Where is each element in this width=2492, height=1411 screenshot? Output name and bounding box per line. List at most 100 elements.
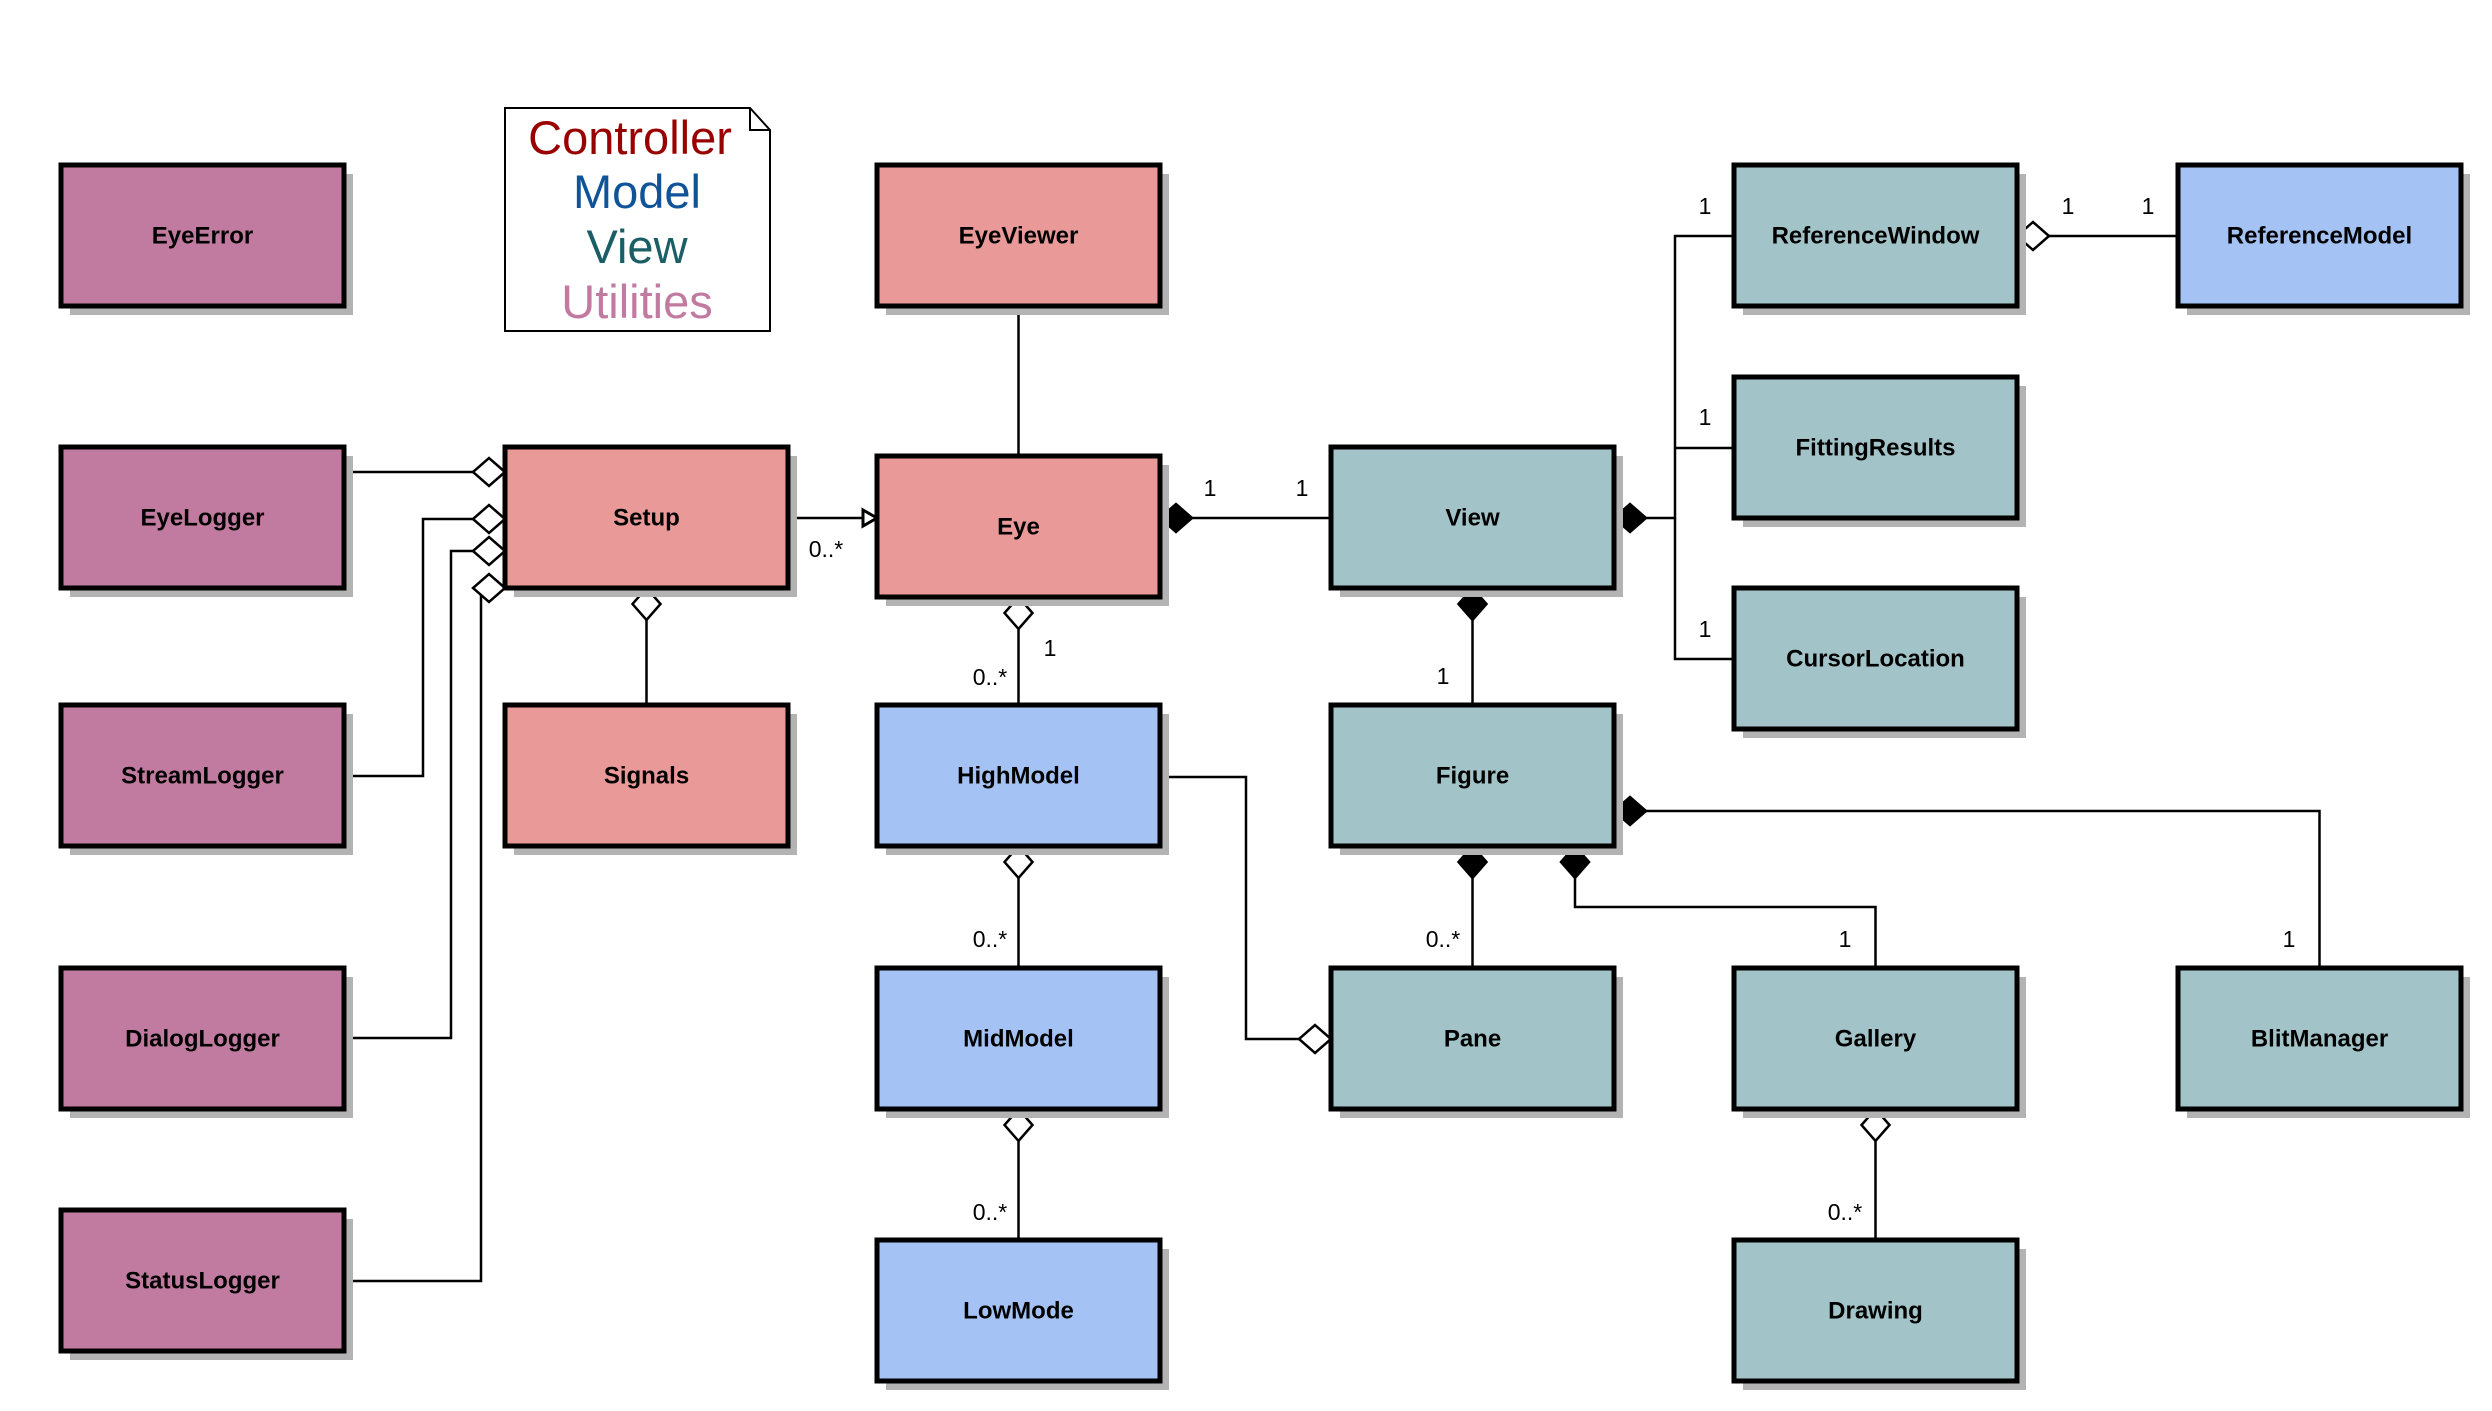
legend-note: Controller Model View Utilities (504, 107, 771, 332)
legend-note-fold (749, 108, 770, 131)
class-view[interactable]: View (1328, 444, 1623, 597)
class-name: EyeLogger (140, 505, 264, 532)
class-box (58, 1207, 347, 1354)
class-box (874, 453, 1163, 600)
class-midmodel[interactable]: MidModel (874, 965, 1169, 1118)
class-dialoglogger[interactable]: DialogLogger (58, 965, 353, 1118)
class-eyeviewer[interactable]: EyeViewer (874, 162, 1169, 315)
multiplicity-label: 1 (1699, 616, 1712, 642)
multiplicity-label: 0..* (809, 536, 844, 562)
class-box (1731, 965, 2020, 1112)
class-referencewindow[interactable]: ReferenceWindow (1731, 162, 2026, 315)
class-box (874, 1237, 1163, 1384)
connector-line (1573, 878, 1877, 968)
class-box (502, 702, 791, 849)
relationship-eyelogger-setup[interactable] (344, 456, 507, 488)
connector-line (344, 549, 479, 1040)
class-name: Pane (1444, 1026, 1501, 1053)
class-name: EyeViewer (959, 223, 1079, 250)
class-name: StatusLogger (125, 1268, 280, 1295)
multiplicity-label: 1 (1839, 926, 1852, 952)
multiplicity-label: 1 (2142, 193, 2155, 219)
relationship-dialoglogger-setup[interactable] (344, 535, 507, 1040)
class-name: Figure (1436, 763, 1509, 790)
class-box (1731, 585, 2020, 732)
connector-line (1673, 518, 1734, 661)
connector-line (344, 517, 479, 778)
relationship-cursorlocation-view[interactable]: 1 (1673, 518, 1734, 661)
class-highmodel[interactable]: HighModel (874, 702, 1169, 855)
class-statuslogger[interactable]: StatusLogger (58, 1207, 353, 1360)
legend-item-model: Model (573, 165, 701, 218)
class-name: BlitManager (2251, 1026, 2388, 1053)
class-signals[interactable]: Signals (502, 702, 797, 855)
class-box (2175, 162, 2464, 309)
class-name: Signals (604, 763, 689, 790)
class-name: StreamLogger (121, 763, 284, 790)
multiplicity-label: 1 (2283, 926, 2296, 952)
class-box (58, 965, 347, 1112)
class-box (874, 702, 1163, 849)
relationship-highmodel-pane[interactable] (1160, 775, 1333, 1055)
relationship-figure-view[interactable]: 1 (1437, 586, 1489, 705)
class-gallery[interactable]: Gallery (1731, 965, 2026, 1118)
class-name: DialogLogger (125, 1026, 280, 1053)
class-lowmode[interactable]: LowMode (874, 1237, 1169, 1390)
relationship-blitmanager-figure[interactable]: 1 (1612, 795, 2321, 968)
relationship-statuslogger-setup[interactable] (344, 572, 507, 1283)
class-name: ReferenceWindow (1772, 223, 1980, 250)
legend-item-view: View (586, 220, 688, 273)
multiplicity-label: 0..* (1426, 926, 1461, 952)
class-name: HighModel (957, 763, 1080, 790)
class-box (1731, 162, 2020, 309)
class-eyelogger[interactable]: EyeLogger (58, 444, 353, 597)
class-fittingresults[interactable]: FittingResults (1731, 374, 2026, 527)
relationship-drawing-gallery[interactable]: 0..* (1828, 1107, 1892, 1240)
class-name: Setup (613, 505, 680, 532)
class-eyeerror[interactable]: EyeError (58, 162, 353, 315)
class-streamlogger[interactable]: StreamLogger (58, 702, 353, 855)
multiplicity-label: 1 (1204, 475, 1217, 501)
class-eye[interactable]: Eye (874, 453, 1169, 606)
class-setup[interactable]: Setup (502, 444, 797, 597)
relationship-streamlogger-setup[interactable] (344, 503, 507, 778)
class-box (1328, 965, 1617, 1112)
class-drawing[interactable]: Drawing (1731, 1237, 2026, 1390)
multiplicity-label: 0..* (973, 664, 1008, 690)
class-name: Drawing (1828, 1298, 1923, 1325)
legend-note-shape (504, 107, 771, 332)
relationship-lowmode-midmodel[interactable]: 0..* (973, 1107, 1035, 1240)
multiplicity-label: 1 (1699, 193, 1712, 219)
relationship-fittingresults-view[interactable]: 1 (1675, 404, 1734, 450)
class-pane[interactable]: Pane (1328, 965, 1623, 1118)
multiplicity-label: 1 (2062, 193, 2075, 219)
class-name: Eye (997, 514, 1040, 541)
relationship-setup-eye[interactable]: 0..* (788, 507, 881, 562)
class-name: MidModel (963, 1026, 1074, 1053)
class-name: EyeError (152, 223, 253, 250)
connector-line (1160, 775, 1299, 1041)
relationship-midmodel-highmodel[interactable]: 0..* (973, 844, 1035, 968)
relationship-pane-figure[interactable]: 0..* (1426, 844, 1489, 968)
class-name: FittingResults (1796, 435, 1956, 462)
class-box (58, 444, 347, 591)
connector-line (344, 586, 483, 1283)
arrowhead-icon (861, 507, 881, 529)
relationship-highmodel-eye[interactable]: 0..* 1 (973, 595, 1057, 705)
multiplicity-label: 1 (1044, 635, 1057, 661)
classes-layer: EyeErrorEyeLoggerStreamLoggerDialogLogge… (58, 162, 2470, 1390)
class-figure[interactable]: Figure (1328, 702, 1623, 855)
class-blitmanager[interactable]: BlitManager (2175, 965, 2470, 1118)
relationship-referencewindow-view[interactable]: 1 (1612, 193, 1734, 534)
class-box (1328, 444, 1617, 591)
aggregation-diamond-icon (1297, 1023, 1333, 1055)
multiplicity-label: 0..* (973, 1199, 1008, 1225)
class-cursorlocation[interactable]: CursorLocation (1731, 585, 2026, 738)
relationship-gallery-figure[interactable]: 1 (1559, 844, 1877, 968)
class-referencemodel[interactable]: ReferenceModel (2175, 162, 2470, 315)
multiplicity-label: 1 (1296, 475, 1309, 501)
relationship-signals-setup[interactable] (630, 586, 663, 705)
connector-line (1646, 809, 2321, 968)
